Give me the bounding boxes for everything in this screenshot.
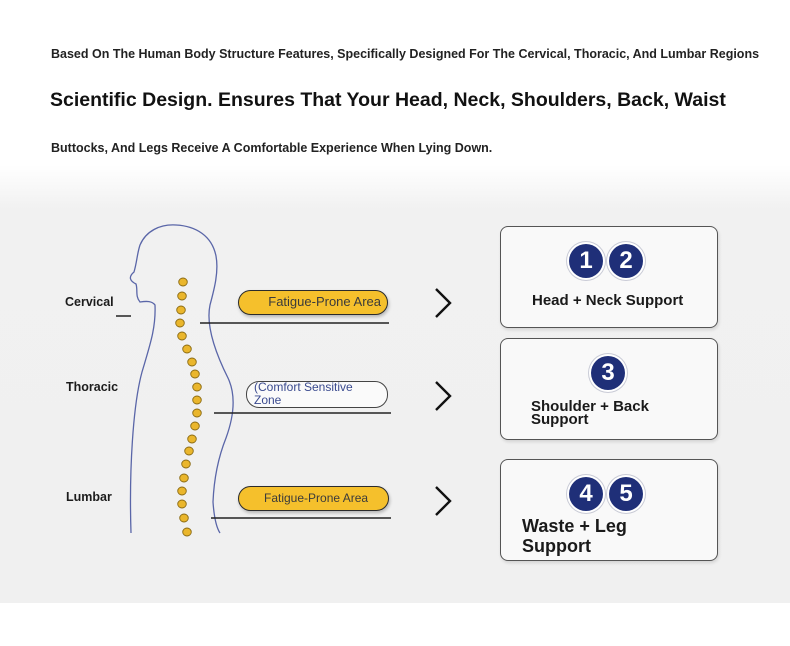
vertebra bbox=[192, 408, 202, 418]
support-card-waist-leg: 4 5 Waste + Leg Support bbox=[500, 459, 718, 561]
vertebra bbox=[192, 395, 202, 405]
chevron-right-icon bbox=[435, 288, 452, 318]
vertebra bbox=[192, 382, 202, 392]
region-label-thoracic: Thoracic bbox=[66, 380, 119, 394]
support-card-shoulder-back: 3 Shoulder + Back Support bbox=[500, 338, 718, 440]
support-label: Head + Neck Support bbox=[532, 292, 684, 309]
comfort-zone-outline bbox=[246, 381, 388, 408]
badge-number: 1 bbox=[569, 244, 603, 278]
chevron-right-icon bbox=[435, 486, 452, 516]
badge-number: 5 bbox=[609, 477, 643, 511]
vertebra bbox=[175, 318, 185, 328]
region-label-lumbar: Lumbar bbox=[66, 490, 112, 504]
vertebra bbox=[177, 331, 187, 341]
intro-text-line-2: Buttocks, And Legs Receive A Comfortable… bbox=[51, 141, 493, 155]
vertebra bbox=[187, 357, 197, 367]
chevron-right-icon bbox=[435, 381, 452, 411]
support-label: Waste + Leg Support bbox=[522, 516, 627, 556]
vertebra bbox=[182, 344, 192, 354]
vertebra bbox=[184, 446, 194, 456]
comfort-zone-label: (Comfort Sensitive Zone bbox=[254, 380, 353, 407]
headline: Scientific Design. Ensures That Your Hea… bbox=[50, 89, 726, 111]
support-card-head-neck: 1 2 Head + Neck Support bbox=[500, 226, 718, 328]
vertebra bbox=[179, 473, 189, 483]
vertebra bbox=[176, 305, 186, 315]
region-label-cervical: Cervical bbox=[65, 295, 114, 309]
vertebra bbox=[181, 459, 191, 469]
vertebra bbox=[177, 499, 187, 509]
badge-number: 3 bbox=[591, 356, 625, 390]
fatigue-zone-lower: Fatigue-Prone Area bbox=[238, 486, 389, 511]
spine-vertebrae bbox=[175, 277, 202, 537]
badge-number: 2 bbox=[609, 244, 643, 278]
body-silhouette-outline bbox=[129, 224, 234, 534]
vertebra bbox=[178, 277, 188, 287]
vertebra bbox=[179, 513, 189, 523]
vertebra bbox=[177, 291, 187, 301]
fatigue-zone-upper: Fatigue-Prone Area bbox=[238, 290, 388, 315]
support-label: Shoulder + Back Support bbox=[531, 398, 649, 428]
vertebra bbox=[177, 486, 187, 496]
vertebra bbox=[190, 421, 200, 431]
vertebra bbox=[182, 527, 192, 537]
badge-number: 4 bbox=[569, 477, 603, 511]
vertebra bbox=[190, 369, 200, 379]
intro-text-line-1: Based On The Human Body Structure Featur… bbox=[51, 47, 760, 61]
vertebra bbox=[187, 434, 197, 444]
